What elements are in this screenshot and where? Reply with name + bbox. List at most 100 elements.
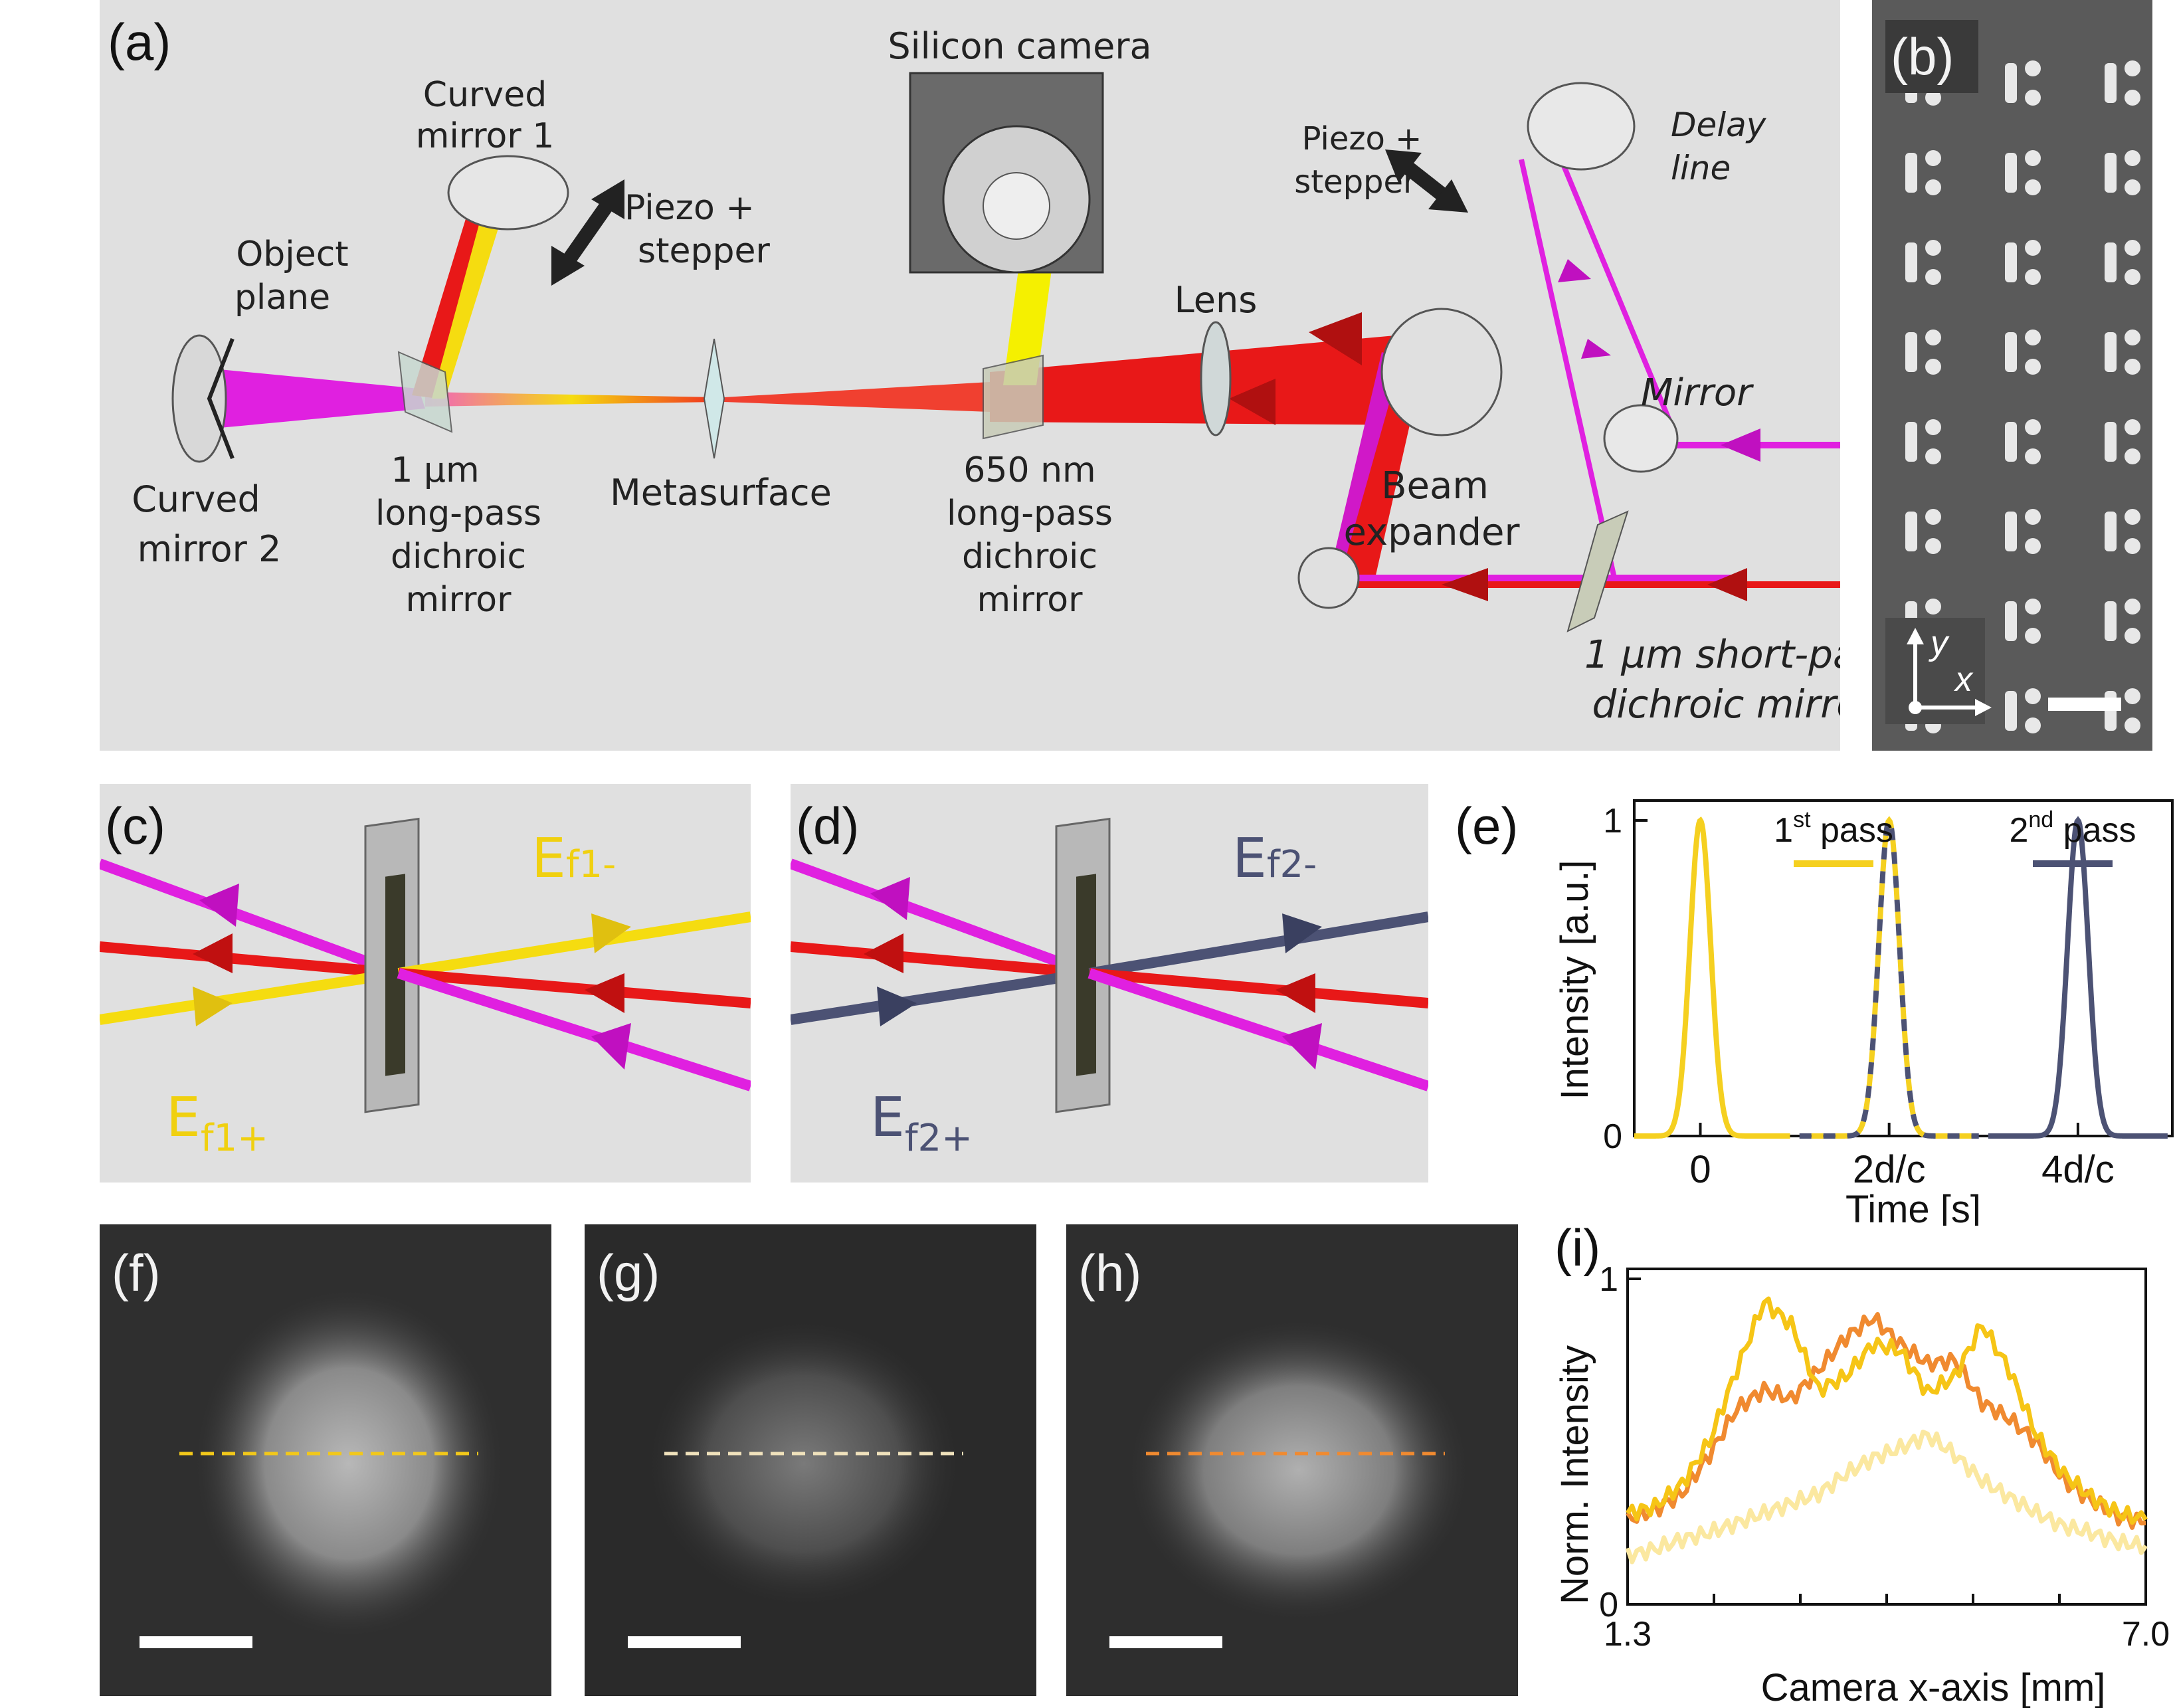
object-plane-label-line2: plane <box>235 278 330 318</box>
delay-line-label-line1: Delay <box>1671 106 1767 144</box>
slate-arrow-d2 <box>1282 913 1322 953</box>
e-f2-minus: Ef2- <box>1232 827 1317 890</box>
nanostructure-unit <box>2005 599 2041 644</box>
panel-i-label: (i) <box>1555 1218 1600 1277</box>
panel-b-label-box <box>1885 20 1978 93</box>
magenta-arrow-c1 <box>199 884 239 927</box>
panel-a-setup: (a) Silicon camera Curved <box>100 0 1840 751</box>
beam-spot-h <box>1126 1317 1471 1623</box>
delay-line-beam-right <box>1559 158 1677 433</box>
magenta-arrow-d3 <box>1282 1023 1322 1070</box>
magenta-arrow-d1 <box>870 877 910 920</box>
metasurface-array-d <box>1076 874 1096 1076</box>
beam-expander-label-line2: expander <box>1344 511 1521 554</box>
i-x-tick-label: 7.0 <box>2122 1615 2170 1654</box>
piezo-1-label-line1: Piezo + <box>624 188 755 228</box>
mirror-element <box>1603 404 1679 473</box>
dichroic-1um-label-line1: 1 µm <box>391 450 479 490</box>
e-y-axis-title: Intensity [a.u.] <box>1553 860 1596 1099</box>
panel-i-chart: (i) Norm. Intensity Camera x-axis [mm] 0… <box>1553 1218 2170 1708</box>
beam-spot-f <box>196 1291 502 1636</box>
i-x-tick-label: 1.3 <box>1604 1615 1652 1654</box>
beam-expander-mirror-small <box>1297 547 1360 609</box>
e-legend-label: 1st pass <box>1774 807 1893 850</box>
object-plane-label-line1: Object <box>236 235 348 274</box>
red-beam-in-d <box>791 941 1090 979</box>
panel-f-label: (f) <box>112 1244 161 1302</box>
nanostructure-unit <box>2105 599 2140 644</box>
nanostructure-unit <box>1905 150 1941 195</box>
e-plot-frame <box>1633 799 2174 1137</box>
panel-g-camera-image: (g) <box>585 1224 1036 1696</box>
yellow-beam-in <box>100 968 400 1025</box>
i-series-line <box>1625 1430 2148 1565</box>
x-axis-label: x <box>1953 660 1974 699</box>
nanostructure-unit <box>1905 330 1941 375</box>
red-beam-out <box>398 968 751 1008</box>
mixed-beam-to-metasurface <box>425 392 717 407</box>
nanostructure-unit <box>1905 419 1941 464</box>
scale-bar <box>2048 698 2121 711</box>
panel-h-camera-image: (h) <box>1066 1224 1518 1696</box>
dichroic-650-label-line2: long-pass <box>947 494 1113 533</box>
dichroic-650-label-line3: dichroic <box>962 537 1097 577</box>
piezo-2-label-line1: Piezo + <box>1302 120 1422 157</box>
delay-line-label-line2: line <box>1671 149 1731 187</box>
metasurface-label: Metasurface <box>610 472 832 514</box>
delay-line-mirror <box>1527 82 1636 171</box>
panel-c-label: (c) <box>105 797 165 855</box>
red-arrowhead-3 <box>1442 568 1488 601</box>
nanostructure-unit <box>1905 509 1941 554</box>
i-series-line <box>1626 1296 2148 1525</box>
nanostructure-unit <box>2005 688 2041 733</box>
slate-arrow-d1 <box>877 987 917 1026</box>
red-arrow-c2 <box>585 973 624 1013</box>
dichroic-1um-label-line4: mirror <box>406 580 512 620</box>
i-plot-frame <box>1626 1268 2147 1606</box>
panel-f-camera-image: (f) <box>100 1224 551 1696</box>
silicon-camera-label: Silicon camera <box>888 25 1151 67</box>
magenta-beam-object <box>213 369 425 428</box>
red-arrow-c1 <box>193 933 233 973</box>
e-f1-minus: Ef1- <box>531 827 616 890</box>
beam-expander-label-line1: Beam <box>1381 464 1489 508</box>
yellow-arrow-c2 <box>591 913 631 953</box>
red-beam-in <box>100 941 399 979</box>
magenta-arrowhead-3 <box>1581 339 1611 359</box>
red-arrowhead-2 <box>1229 379 1276 425</box>
red-arrow-d2 <box>1276 973 1315 1013</box>
dichroic-650-label-line1: 650 nm <box>963 450 1095 490</box>
mirror-label: Mirror <box>1641 371 1754 415</box>
piezo-2-label-line2: stepper <box>1294 163 1416 201</box>
dichroic-1um-label-line2: long-pass <box>375 494 541 533</box>
panel-e-label: (e) <box>1455 797 1518 855</box>
dichroic-1um-label-line3: dichroic <box>391 537 526 577</box>
panel-d-diagram: (d) Ef2- Ef2+ <box>791 784 1428 1183</box>
red-arrowhead-4 <box>1707 568 1747 601</box>
red-arrowhead-1 <box>1309 312 1362 365</box>
nanostructure-unit <box>2105 419 2140 464</box>
e-f1-plus: Ef1+ <box>166 1086 268 1160</box>
nanostructure-unit <box>2005 240 2041 285</box>
magenta-beam-out <box>397 968 751 1091</box>
panel-a-label: (a) <box>108 13 171 71</box>
magenta-arrowhead-2 <box>1558 259 1591 282</box>
curved-mirror-1 <box>447 155 569 231</box>
dichroic-1um <box>397 351 453 433</box>
dichroic-650 <box>983 354 1044 440</box>
nanostructure-unit <box>1905 240 1941 285</box>
red-beam-to-camera-dichroic <box>724 382 990 412</box>
e-y-tick-label: 0 <box>1603 1117 1622 1156</box>
i-x-axis-title: Camera x-axis [mm] <box>1761 1666 2106 1708</box>
panel-h-label: (h) <box>1078 1244 1141 1302</box>
curved-mirror-2-label-line2: mirror 2 <box>138 528 282 570</box>
y-axis-label: y <box>1929 624 1950 662</box>
e-y-tick-label: 1 <box>1603 802 1622 840</box>
nanostructure-unit <box>2105 509 2140 554</box>
nanostructure-unit <box>2005 330 2041 375</box>
panel-b-sem-image: (b) y x <box>1872 0 2152 751</box>
magenta-arrowhead-1 <box>1721 428 1760 462</box>
